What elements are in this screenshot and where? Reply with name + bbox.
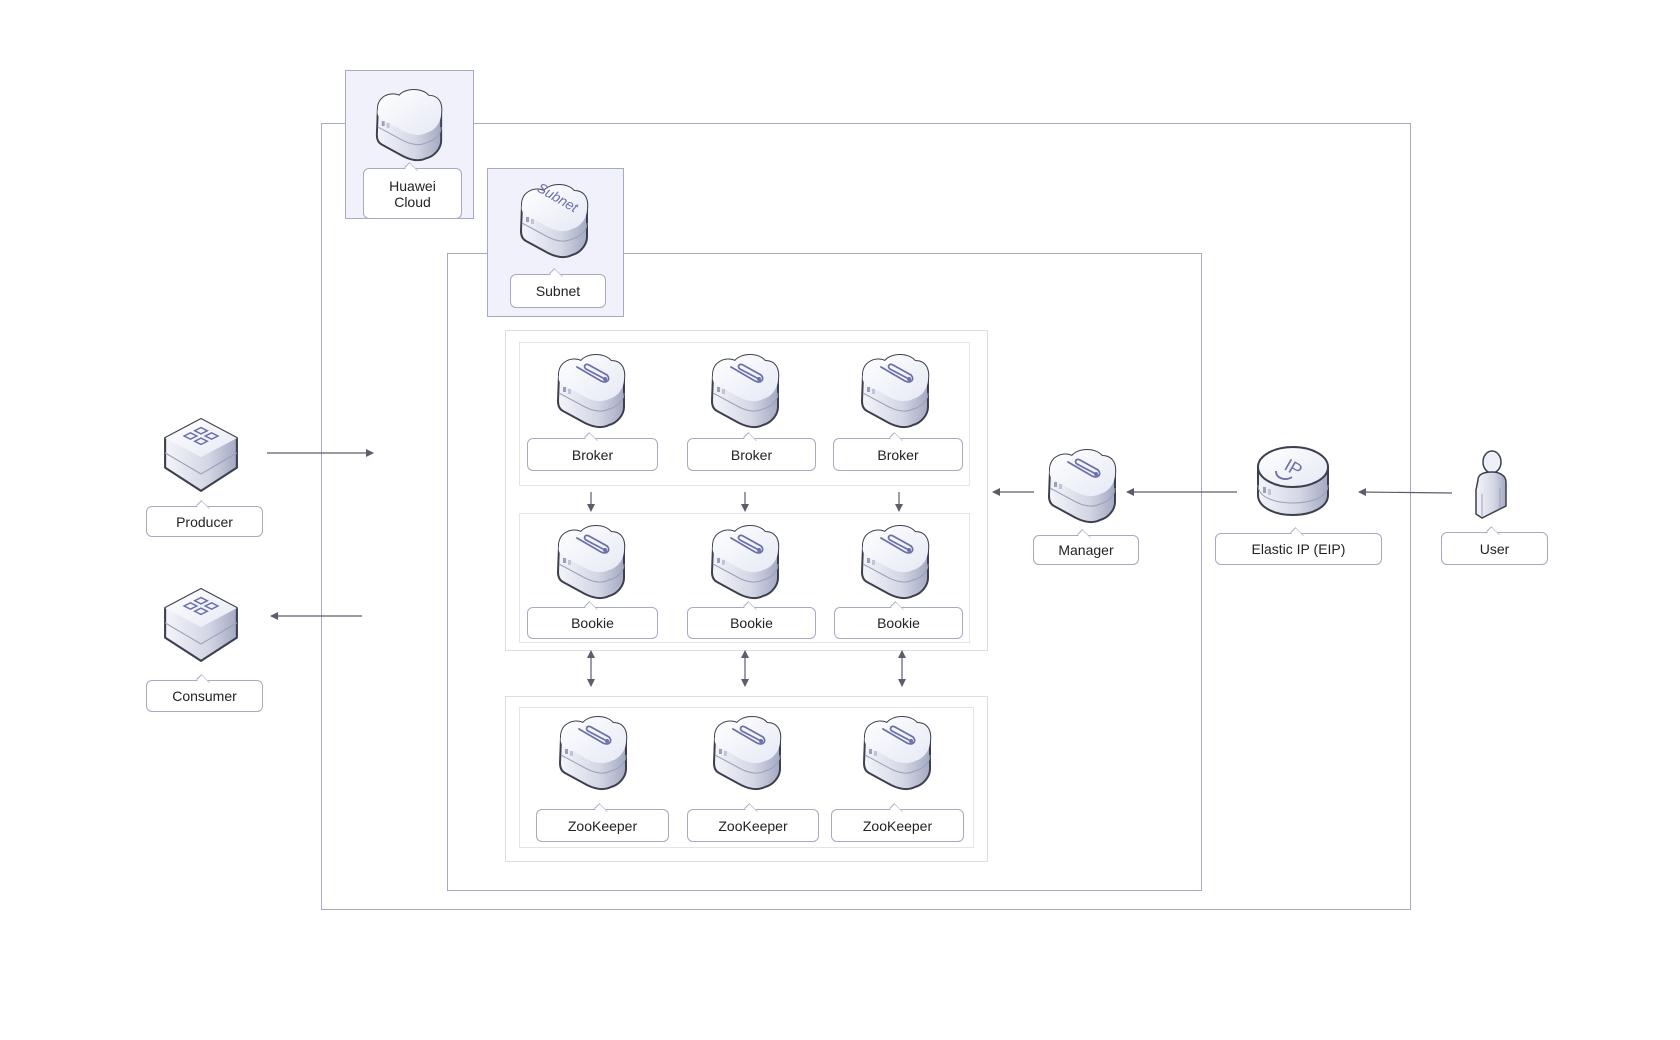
- bookie-label: Bookie: [527, 607, 658, 639]
- bookie-label: Bookie: [834, 607, 963, 639]
- zookeeper-label: ZooKeeper: [831, 809, 964, 842]
- broker-label: Broker: [687, 438, 816, 471]
- zookeeper-label: ZooKeeper: [687, 809, 819, 842]
- broker-label: Broker: [527, 438, 658, 471]
- zookeeper-label: ZooKeeper: [536, 809, 669, 842]
- subnet-icon: Subnet: [517, 183, 591, 261]
- manager-label: Manager: [1033, 535, 1139, 565]
- consumer-label: Consumer: [146, 680, 263, 712]
- elastic-ip-icon: IP: [1255, 445, 1331, 517]
- huawei-cloud-label: Huawei Cloud: [363, 168, 462, 219]
- broker-label: Broker: [833, 438, 963, 471]
- huawei-cloud-region: [321, 123, 1411, 910]
- arrow-user-to-eip: [1358, 488, 1453, 497]
- producer-label: Producer: [146, 506, 263, 537]
- elastic-ip-label: Elastic IP (EIP): [1215, 533, 1382, 565]
- subnet-label: Subnet: [510, 274, 606, 308]
- user-label: User: [1441, 532, 1548, 565]
- bookie-label: Bookie: [687, 607, 816, 639]
- subnet-area: [447, 253, 1202, 891]
